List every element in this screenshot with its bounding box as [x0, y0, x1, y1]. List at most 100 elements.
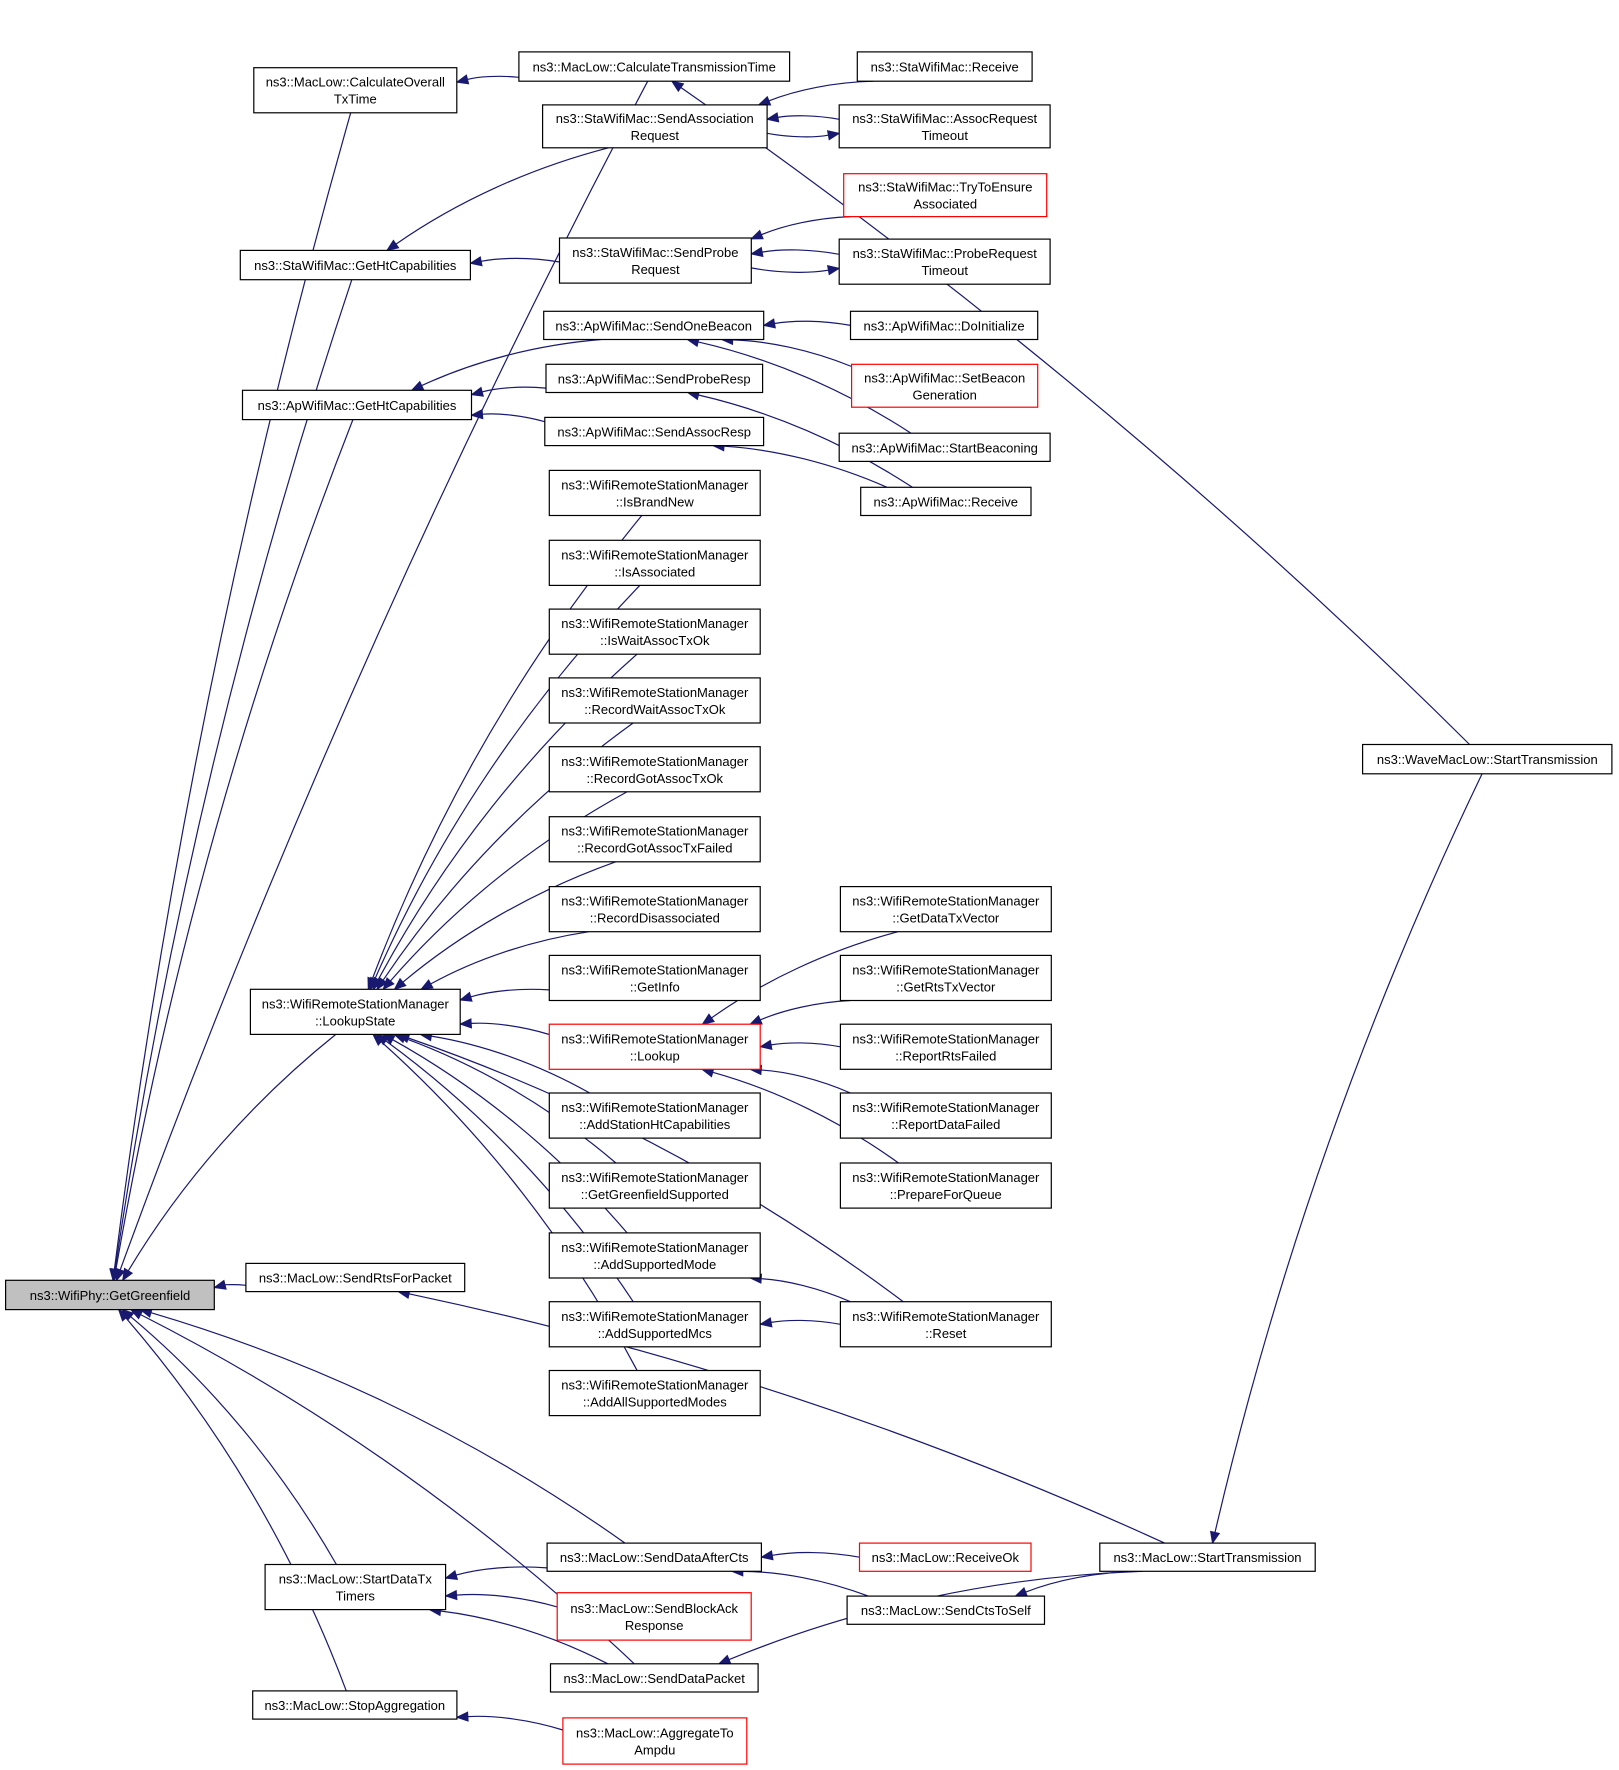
node-box: [843, 173, 1048, 218]
node-label: ns3::WifiRemoteStationManager: [852, 963, 1040, 978]
node-box: [838, 238, 1051, 285]
node-ap-recv[interactable]: ns3::ApWifiMac::Receive: [860, 486, 1032, 517]
arrowhead: [826, 265, 841, 276]
arrowhead: [385, 239, 400, 252]
arrowhead: [670, 80, 685, 93]
node-wrsm-reprts[interactable]: ns3::WifiRemoteStationManager::ReportRts…: [839, 1023, 1052, 1070]
node-label: ns3::StaWifiMac::Receive: [871, 60, 1019, 75]
node-label: ns3::StaWifiMac::SendProbe: [572, 245, 738, 260]
node-receiveok[interactable]: ns3::MacLow::ReceiveOk: [858, 1542, 1032, 1572]
node-ap-startbeacon[interactable]: ns3::ApWifiMac::StartBeaconing: [838, 432, 1051, 463]
arrowhead: [458, 1018, 473, 1029]
edge-senddataaftercts-to-startdatatx: [444, 1566, 548, 1580]
node-label: Timeout: [921, 128, 968, 143]
node-box: [548, 1162, 761, 1209]
arrowhead: [110, 1268, 122, 1282]
node-box: [544, 416, 765, 447]
node-box: [839, 1301, 1052, 1348]
node-wrsm-prepare[interactable]: ns3::WifiRemoteStationManager::PrepareFo…: [839, 1162, 1052, 1209]
node-box: [548, 1369, 761, 1417]
node-calctrans[interactable]: ns3::MacLow::CalculateTransmissionTime: [518, 51, 791, 82]
arrowhead: [760, 1550, 774, 1561]
edge-sta_sendprobe-to-sta_gethtcap: [469, 256, 560, 267]
arrowhead: [748, 1014, 763, 1025]
node-box: [548, 539, 761, 586]
node-ap-sendonebeacon[interactable]: ns3::ApWifiMac::SendOneBeacon: [543, 310, 765, 341]
node-wrsm-lookupstate[interactable]: ns3::WifiRemoteStationManager::LookupSta…: [249, 988, 461, 1035]
node-label: ns3::StaWifiMac::ProbeRequest: [853, 246, 1038, 261]
node-sendctstoself[interactable]: ns3::MacLow::SendCtsToSelf: [846, 1595, 1046, 1625]
node-wrsm-getgreen[interactable]: ns3::WifiRemoteStationManager::GetGreenf…: [548, 1162, 761, 1209]
edge-calctrans-to-calcoverall: [455, 74, 519, 85]
node-wrsm-recgotfailed[interactable]: ns3::WifiRemoteStationManager::RecordGot…: [548, 816, 761, 863]
node-label: ns3::WifiRemoteStationManager: [561, 894, 749, 909]
edge-wrsm_repdata-to-wrsm_lookup: [748, 1064, 851, 1094]
node-ap-sendassocresp[interactable]: ns3::ApWifiMac::SendAssocResp: [544, 416, 765, 447]
node-wrsm-getrtstx[interactable]: ns3::WifiRemoteStationManager::GetRtsTxV…: [839, 954, 1052, 1002]
node-box: [548, 677, 761, 724]
node-root[interactable]: ns3::WifiPhy::GetGreenfield: [4, 1279, 215, 1311]
node-stopagg[interactable]: ns3::MacLow::StopAggregation: [252, 1690, 458, 1720]
node-wrsm-recgotok[interactable]: ns3::WifiRemoteStationManager::RecordGot…: [548, 746, 761, 793]
node-box: [548, 608, 761, 655]
node-sta-recv[interactable]: ns3::StaWifiMac::Receive: [856, 51, 1033, 82]
node-starttx[interactable]: ns3::MacLow::StartTransmission: [1099, 1542, 1316, 1572]
node-wrsm-getinfo[interactable]: ns3::WifiRemoteStationManager::GetInfo: [548, 954, 761, 1002]
node-box: [839, 954, 1052, 1002]
node-label: ::AddSupportedMcs: [598, 1326, 713, 1341]
arrowhead: [393, 977, 407, 991]
node-label: ns3::WifiRemoteStationManager: [852, 1100, 1040, 1115]
node-label: ns3::WifiRemoteStationManager: [852, 1309, 1040, 1324]
node-wrsm-isbrandnew[interactable]: ns3::WifiRemoteStationManager::IsBrandNe…: [548, 469, 761, 517]
edge-wrsm_getdatatx-to-wrsm_lookup: [701, 931, 899, 1025]
node-label: ns3::MacLow::AggregateTo: [576, 1726, 734, 1741]
node-senddatapacket[interactable]: ns3::MacLow::SendDataPacket: [549, 1663, 759, 1693]
node-label: TxTime: [334, 92, 377, 107]
node-wrsm-recdisassoc[interactable]: ns3::WifiRemoteStationManager::RecordDis…: [548, 885, 761, 933]
node-sta-gethtcap[interactable]: ns3::StaWifiMac::GetHtCapabilities: [239, 249, 472, 281]
node-wave-starttx[interactable]: ns3::WaveMacLow::StartTransmission: [1361, 743, 1613, 775]
node-wrsm-addmcs[interactable]: ns3::WifiRemoteStationManager::AddSuppor…: [548, 1301, 761, 1348]
node-label: ns3::WifiRemoteStationManager: [561, 754, 749, 769]
node-wrsm-iswait[interactable]: ns3::WifiRemoteStationManager::IsWaitAss…: [548, 608, 761, 655]
node-label: ns3::WifiRemoteStationManager: [561, 685, 749, 700]
node-label: ns3::WifiRemoteStationManager: [561, 1240, 749, 1255]
node-wrsm-getdatatx[interactable]: ns3::WifiRemoteStationManager::GetDataTx…: [839, 885, 1052, 933]
node-label: ns3::MacLow::StopAggregation: [264, 1698, 445, 1713]
arrowhead: [717, 1654, 732, 1665]
node-ap-doinit[interactable]: ns3::ApWifiMac::DoInitialize: [849, 310, 1039, 341]
node-wrsm-addmode[interactable]: ns3::WifiRemoteStationManager::AddSuppor…: [548, 1232, 761, 1279]
node-wrsm-addall[interactable]: ns3::WifiRemoteStationManager::AddAllSup…: [548, 1369, 761, 1417]
edge-sta_sendprobe-to-sta_probetimeout: [751, 265, 841, 276]
node-wrsm-reset[interactable]: ns3::WifiRemoteStationManager::Reset: [839, 1301, 1052, 1348]
node-label: ns3::MacLow::SendRtsForPacket: [259, 1271, 452, 1286]
node-ap-gethtcap[interactable]: ns3::ApWifiMac::GetHtCapabilities: [241, 389, 473, 421]
node-wrsm-recwait[interactable]: ns3::WifiRemoteStationManager::RecordWai…: [548, 677, 761, 724]
node-wrsm-isassoc[interactable]: ns3::WifiRemoteStationManager::IsAssocia…: [548, 539, 761, 586]
node-sendrts[interactable]: ns3::MacLow::SendRtsForPacket: [245, 1262, 466, 1293]
node-label: ns3::WifiRemoteStationManager: [561, 1378, 749, 1393]
node-label: ns3::MacLow::CalculateOverall: [266, 75, 445, 90]
arrowhead: [382, 977, 395, 991]
node-wrsm-repdata[interactable]: ns3::WifiRemoteStationManager::ReportDat…: [839, 1092, 1052, 1139]
node-ap-sendproberesp[interactable]: ns3::ApWifiMac::SendProbeResp: [545, 363, 764, 394]
arrowhead: [410, 380, 425, 391]
node-label: ::IsAssociated: [614, 564, 695, 579]
node-senddataaftercts[interactable]: ns3::MacLow::SendDataAfterCts: [546, 1542, 762, 1572]
node-wrsm-lookup[interactable]: ns3::WifiRemoteStationManager::Lookup: [548, 1023, 761, 1070]
node-wrsm-addhtcap[interactable]: ns3::WifiRemoteStationManager::AddStatio…: [548, 1092, 761, 1139]
edge-sta_gethtcap-to-root: [109, 279, 353, 1282]
node-label: ::AddSupportedMode: [593, 1257, 716, 1272]
node-label: ::GetInfo: [630, 980, 680, 995]
node-label: ns3::WifiRemoteStationManager: [561, 963, 749, 978]
